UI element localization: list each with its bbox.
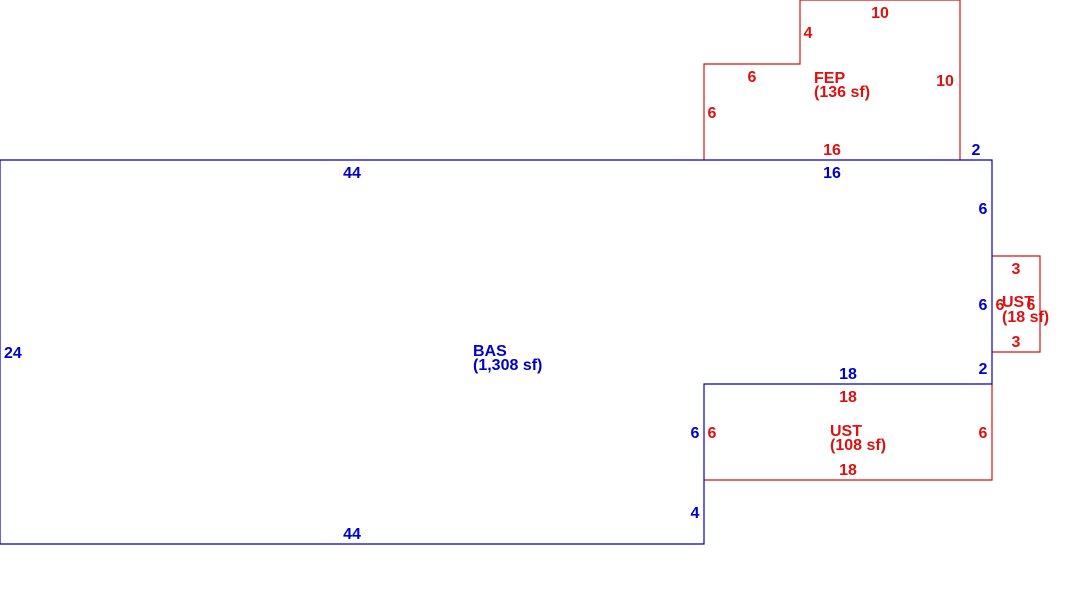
ust-small-outline [992,255,1041,353]
ust-small-area-label: (18 sf) [1002,309,1049,326]
fep-dim-notch-side: 4 [804,25,813,42]
ust-small-dim-right: 6 [1027,297,1036,314]
ust-small-dim-bottom: 3 [1012,334,1021,351]
fep-code-label: FEP [814,70,845,87]
ust-small-dim-left: 6 [996,297,1005,314]
fep-dim-top: 10 [871,5,889,22]
fep-outline [703,0,961,160]
fep-area-label: (136 sf) [814,84,870,101]
ust-large-outline [704,384,993,481]
ust-large-dim-bottom: 18 [839,462,857,479]
bas-dim-bottom: 44 [343,526,361,543]
ust-large-dim-top: 18 [839,389,857,406]
fep-dim-notch-top: 6 [748,69,757,86]
fep-dim-bottom: 16 [823,142,841,159]
bas-dim-right-lower: 2 [979,361,988,378]
ust-large-dim-right: 6 [979,425,988,442]
ust-large-area-label: (108 sf) [830,437,886,454]
bas-area-label: (1,308 sf) [473,357,542,374]
bas-code-label: BAS [473,343,507,360]
bas-dim-step-side: 6 [691,425,700,442]
fep-dim-left: 6 [708,105,717,122]
ust-large-dim-left: 6 [708,425,717,442]
bas-outline [0,159,993,545]
bas-dim-right-mid: 6 [979,297,988,314]
bas-dim-right-upper: 6 [979,201,988,218]
fep-dim-right: 10 [936,73,954,90]
ust-small-dim-top: 3 [1012,261,1021,278]
ust-small-code-label: UST [1002,294,1034,311]
bas-dim-right-corner: 2 [972,142,981,159]
bas-dim-step-top: 18 [839,366,857,383]
bas-dim-top-right: 16 [823,165,841,182]
bas-dim-top-left: 44 [343,165,361,182]
bas-dim-left: 24 [4,345,22,362]
bas-dim-step-lower: 4 [691,505,700,522]
ust-large-code-label: UST [830,423,862,440]
